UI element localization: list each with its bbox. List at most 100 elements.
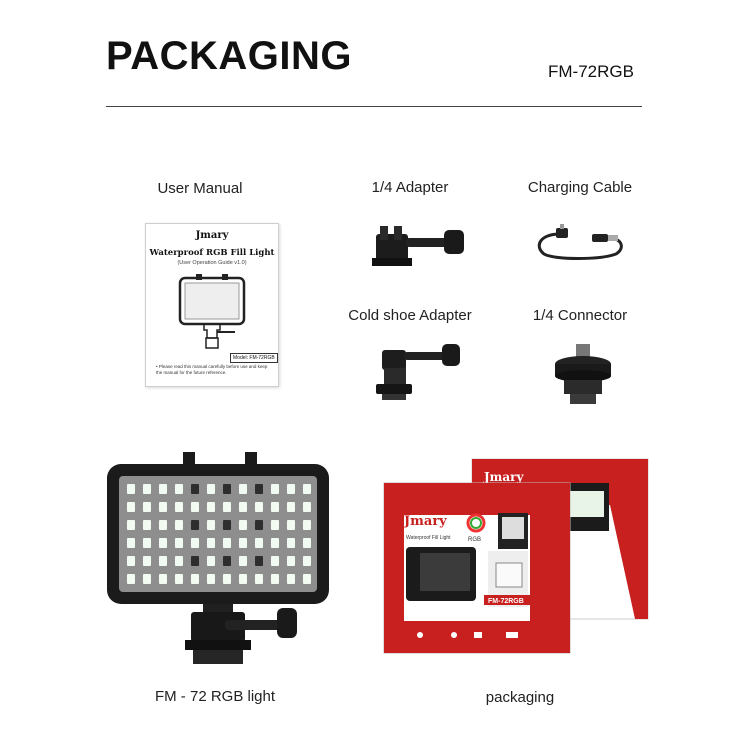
led bbox=[127, 556, 135, 566]
led bbox=[255, 484, 263, 494]
cold-shoe-label: Cold shoe Adapter bbox=[348, 307, 472, 324]
packaging-image: Jmary Jmary RGB Waterproof Fill Light FM… bbox=[383, 458, 649, 654]
led bbox=[175, 484, 183, 494]
fill-light-image bbox=[107, 452, 329, 664]
led bbox=[223, 484, 231, 494]
led bbox=[271, 538, 279, 548]
page-title: PACKAGING bbox=[106, 34, 352, 78]
user-manual: Jmary Waterproof RGB Fill Light (User Op… bbox=[145, 223, 279, 387]
manual-light-illustration bbox=[178, 274, 246, 349]
led bbox=[255, 538, 263, 548]
led bbox=[159, 502, 167, 512]
led bbox=[191, 484, 199, 494]
led bbox=[175, 538, 183, 548]
led bbox=[159, 574, 167, 584]
led bbox=[303, 502, 311, 512]
led bbox=[287, 520, 295, 530]
led bbox=[127, 538, 135, 548]
quarter-adapter-image bbox=[372, 226, 464, 266]
led bbox=[255, 502, 263, 512]
led bbox=[159, 484, 167, 494]
led bbox=[223, 574, 231, 584]
led bbox=[207, 484, 215, 494]
manual-subtitle: (User Operation Guide v1.0) bbox=[177, 260, 247, 266]
led bbox=[143, 520, 151, 530]
led bbox=[127, 520, 135, 530]
led bbox=[303, 574, 311, 584]
led bbox=[191, 574, 199, 584]
led bbox=[255, 574, 263, 584]
led bbox=[287, 574, 295, 584]
led bbox=[271, 556, 279, 566]
light-label: FM - 72 RGB light bbox=[154, 688, 276, 705]
led bbox=[191, 502, 199, 512]
led bbox=[159, 556, 167, 566]
connector-label: 1/4 Connector bbox=[532, 307, 628, 324]
led bbox=[271, 574, 279, 584]
led bbox=[159, 520, 167, 530]
charging-cable-label: Charging Cable bbox=[527, 179, 633, 196]
led bbox=[143, 502, 151, 512]
led bbox=[303, 484, 311, 494]
adapter-label: 1/4 Adapter bbox=[371, 179, 449, 196]
user-manual-label: User Manual bbox=[157, 180, 243, 197]
led bbox=[143, 574, 151, 584]
header-divider bbox=[106, 106, 642, 107]
led bbox=[143, 538, 151, 548]
charging-cable-image bbox=[537, 224, 623, 260]
led bbox=[175, 556, 183, 566]
led bbox=[223, 520, 231, 530]
led bbox=[191, 520, 199, 530]
led bbox=[191, 538, 199, 548]
led bbox=[239, 520, 247, 530]
led bbox=[143, 484, 151, 494]
led bbox=[239, 538, 247, 548]
led bbox=[175, 520, 183, 530]
led bbox=[207, 502, 215, 512]
manual-model-label: Model: FM-72RGB bbox=[230, 353, 278, 363]
led bbox=[239, 574, 247, 584]
manual-brand: Jmary bbox=[195, 230, 229, 241]
led bbox=[223, 538, 231, 548]
led bbox=[271, 502, 279, 512]
box-model-tag: FM-72RGB bbox=[488, 598, 524, 605]
led bbox=[127, 502, 135, 512]
led bbox=[303, 556, 311, 566]
led bbox=[223, 556, 231, 566]
packaging-label: packaging bbox=[485, 689, 555, 706]
led bbox=[287, 502, 295, 512]
led bbox=[127, 574, 135, 584]
led bbox=[303, 538, 311, 548]
manual-note: • Please read this manual carefully befo… bbox=[156, 364, 268, 375]
quarter-connector-image bbox=[555, 344, 611, 404]
led bbox=[239, 502, 247, 512]
box-product-label: Waterproof Fill Light bbox=[406, 535, 451, 541]
cold-shoe-adapter-image bbox=[376, 344, 460, 400]
led bbox=[255, 520, 263, 530]
led bbox=[287, 556, 295, 566]
led bbox=[175, 502, 183, 512]
led bbox=[271, 484, 279, 494]
led bbox=[191, 556, 199, 566]
led bbox=[159, 538, 167, 548]
back-box-brand: Jmary bbox=[483, 470, 524, 484]
led bbox=[239, 556, 247, 566]
led bbox=[255, 556, 263, 566]
led bbox=[207, 538, 215, 548]
led bbox=[303, 520, 311, 530]
box-rgb-label: RGB bbox=[468, 537, 481, 543]
led bbox=[239, 484, 247, 494]
led bbox=[287, 538, 295, 548]
model-number: FM-72RGB bbox=[548, 62, 634, 81]
led bbox=[207, 556, 215, 566]
led bbox=[271, 520, 279, 530]
led bbox=[143, 556, 151, 566]
led bbox=[175, 574, 183, 584]
manual-heading: Waterproof RGB Fill Light bbox=[149, 248, 275, 258]
led bbox=[207, 574, 215, 584]
led bbox=[287, 484, 295, 494]
led bbox=[223, 502, 231, 512]
led bbox=[127, 484, 135, 494]
front-box-brand: Jmary bbox=[403, 514, 447, 529]
led bbox=[207, 520, 215, 530]
